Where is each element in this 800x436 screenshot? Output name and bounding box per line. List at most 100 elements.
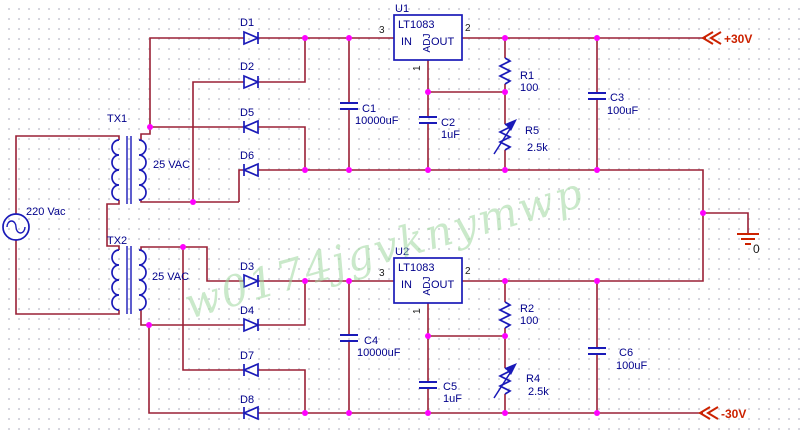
wire-tx1-bottom [140, 81, 244, 203]
tx2-ref: TX2 [107, 235, 127, 247]
tx1-ref: TX1 [107, 113, 127, 125]
tx2-core [126, 246, 132, 314]
power-port-neg[interactable]: -30V [698, 406, 746, 421]
diode-d8[interactable]: D8 [240, 394, 259, 421]
power-neg-label: -30V [721, 407, 746, 421]
wire-adj1-c2 [427, 60, 505, 170]
diode-ref: D6 [240, 150, 254, 162]
capacitor-c5[interactable]: C5 1uF [419, 381, 462, 405]
diode-d1[interactable]: D1 [240, 17, 261, 46]
resistor-r5-pot[interactable]: R5 2.5k [493, 119, 548, 155]
transformer-tx2[interactable]: TX2 25 VAC [107, 235, 189, 314]
cap-ref: C1 [362, 103, 376, 115]
cap-value: 1uF [443, 393, 462, 405]
wire-d7-out [258, 369, 306, 413]
diode-d4[interactable]: D4 [240, 305, 261, 333]
resistor-value: 100 [520, 315, 538, 327]
transformer-tx1[interactable]: TX1 25 VAC [107, 113, 190, 204]
cap-ref: C2 [441, 117, 455, 129]
ac-source-icon [2, 213, 30, 241]
cap-value: 10000uF [355, 115, 399, 127]
junction-dots [146, 35, 706, 416]
tx2-secondary-label: 25 VAC [152, 271, 189, 283]
wire-tx2-top-d3-d7 [140, 246, 244, 371]
capacitor-c6[interactable]: C6 100uF [588, 347, 647, 372]
regulator-u2[interactable]: U2 LT1083 IN OUT ADJ 3 2 1 [379, 246, 471, 314]
wire-ground-bus [258, 169, 704, 282]
diode-ref: D8 [240, 394, 254, 406]
diode-d2[interactable]: D2 [240, 61, 261, 90]
diode-ref: D1 [240, 17, 254, 29]
u2-in-label: IN [401, 279, 412, 291]
resistor-ref: R5 [525, 125, 539, 137]
tx2-secondary-coil [138, 249, 147, 311]
cap-ref: C4 [364, 335, 378, 347]
resistor-icon [498, 301, 512, 329]
earth-icon [737, 233, 759, 245]
capacitor-icon [588, 92, 606, 100]
resistor-value: 100 [520, 82, 538, 94]
ground-label: 0 [753, 242, 760, 256]
u1-body [393, 14, 463, 61]
u2-ref: U2 [395, 246, 409, 258]
diode-icon [243, 273, 261, 289]
power-arrow-icon [698, 406, 719, 420]
capacitor-icon [588, 347, 606, 355]
cap-ref: C5 [443, 381, 457, 393]
capacitor-icon [340, 102, 358, 110]
power-port-pos[interactable]: +30V [701, 31, 752, 46]
capacitor-c1[interactable]: C1 10000uF [340, 102, 399, 127]
u1-out-label: OUT [431, 36, 455, 48]
diode-ref: D4 [240, 305, 254, 317]
diode-icon [241, 119, 259, 135]
diode-d7[interactable]: D7 [240, 350, 259, 378]
u1-part: LT1083 [398, 19, 435, 31]
resistor-r4-pot[interactable]: R4 2.5k [493, 363, 549, 399]
power-pos-label: +30V [724, 32, 752, 46]
tx2-primary-coil [111, 249, 120, 311]
wire-network [15, 37, 749, 414]
wire-ground-tap [703, 212, 749, 234]
diode-d3[interactable]: D3 [240, 261, 261, 289]
u2-out-label: OUT [431, 279, 455, 291]
capacitor-c3[interactable]: C3 100uF [588, 92, 638, 117]
resistor-ref: R4 [526, 373, 540, 385]
resistor-r2[interactable]: R2 100 [498, 301, 538, 329]
diode-d5[interactable]: D5 [240, 107, 259, 135]
tx1-primary-coil [111, 139, 120, 201]
wire-primary-loop [15, 135, 120, 315]
diode-icon [241, 405, 259, 421]
resistor-icon [498, 57, 512, 85]
u2-body [393, 257, 463, 304]
capacitor-c4[interactable]: C4 10000uF [340, 334, 401, 359]
tx1-secondary-coil [138, 139, 147, 201]
wire-d2-out [258, 38, 306, 83]
sine-icon [6, 220, 26, 234]
resistor-value: 2.5k [527, 142, 548, 154]
u1-ref: U1 [395, 3, 409, 15]
diode-icon [243, 317, 261, 333]
ground-symbol[interactable]: 0 [737, 233, 760, 256]
u1-in-label: IN [401, 36, 412, 48]
wire-tx2-bottom-d4-d8 [140, 310, 244, 414]
power-arrow-icon [701, 31, 722, 45]
diode-ref: D3 [240, 261, 254, 273]
diode-ref: D2 [240, 61, 254, 73]
resistor-r1[interactable]: R1 100 [498, 57, 538, 94]
regulator-u1[interactable]: U1 LT1083 IN OUT ADJ 3 2 1 [379, 3, 471, 71]
cap-ref: C6 [619, 347, 633, 359]
diode-d6[interactable]: D6 [240, 150, 259, 178]
u2-pin-out: 2 [465, 266, 471, 277]
pot-arrow-icon [493, 369, 513, 399]
u1-pin-out: 2 [465, 23, 471, 34]
ac-source[interactable]: 220 Vac [2, 206, 66, 241]
resistor-ref: R2 [520, 303, 534, 315]
ac-source-label: 220 Vac [26, 206, 66, 218]
pot-arrowhead-icon [505, 363, 517, 375]
wire-d5 [150, 126, 306, 170]
diode-icon [241, 362, 259, 378]
u2-pin-in: 3 [379, 268, 385, 279]
wire-d4-out [258, 281, 306, 326]
capacitor-c2[interactable]: C2 1uF [419, 116, 460, 141]
